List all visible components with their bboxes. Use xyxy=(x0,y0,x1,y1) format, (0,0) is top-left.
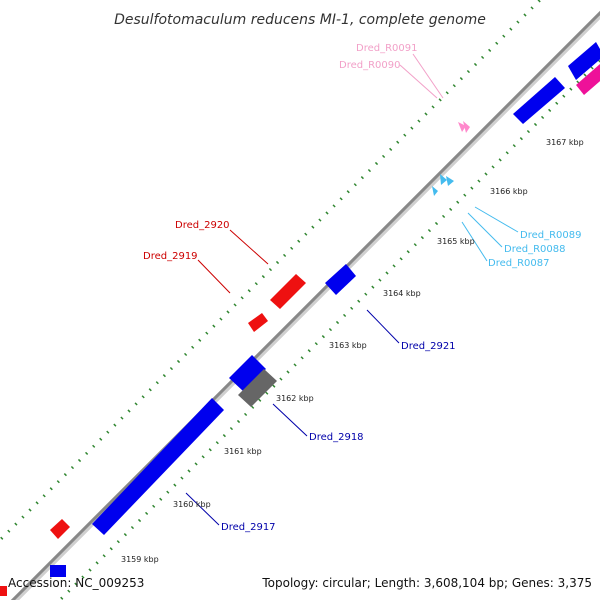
tick-labels: 3159 kbp 3160 kbp 3161 kbp 3162 kbp 3163… xyxy=(121,138,584,564)
feature-magenta-rrna[interactable] xyxy=(576,64,600,95)
trna-dred-r0087[interactable] xyxy=(432,186,438,196)
gene-labels: Dred_R0091 Dred_R0090 Dred_2920 Dred_291… xyxy=(143,43,582,533)
gene-label-dred-r0090[interactable]: Dred_R0090 xyxy=(339,60,401,71)
feature-blue-small[interactable] xyxy=(229,355,266,391)
callout-dred-r0088 xyxy=(467,212,503,248)
trna-dred-r0091[interactable] xyxy=(458,122,466,132)
feature-blue-edge xyxy=(50,565,66,577)
gene-label-dred-2921[interactable]: Dred_2921 xyxy=(401,341,456,352)
gene-label-dred-2917[interactable]: Dred_2917 xyxy=(221,522,276,533)
gene-label-dred-2920[interactable]: Dred_2920 xyxy=(175,220,230,231)
feature-red-arrow[interactable] xyxy=(50,519,70,539)
tick-label: 3160 kbp xyxy=(173,500,211,509)
tick-label: 3165 kbp xyxy=(437,237,475,246)
tick-label: 3166 kbp xyxy=(490,187,528,196)
tick-label: 3159 kbp xyxy=(121,555,159,564)
gene-label-dred-r0088[interactable]: Dred_R0088 xyxy=(504,244,566,255)
feature-dred-2918-pseudo[interactable] xyxy=(238,369,277,407)
feature-dred-2917[interactable] xyxy=(92,398,224,535)
callout-dred-2918 xyxy=(272,403,308,437)
feature-red-edge xyxy=(0,586,7,596)
tick-label: 3161 kbp xyxy=(224,447,262,456)
callout-dred-2921 xyxy=(366,309,400,344)
inner-dotted-ring xyxy=(57,57,600,600)
topology-summary: Topology: circular; Length: 3,608,104 bp… xyxy=(261,576,592,590)
feature-dred-2919[interactable] xyxy=(248,313,268,332)
tick-label: 3163 kbp xyxy=(329,341,367,350)
accession-text: Accession: NC_009253 xyxy=(8,576,144,590)
tick-label: 3162 kbp xyxy=(276,394,314,403)
tick-label: 3164 kbp xyxy=(383,289,421,298)
map-title: Desulfotomaculum reducens MI-1, complete… xyxy=(114,12,486,28)
callout-dred-2917 xyxy=(185,492,220,526)
gene-label-dred-2919[interactable]: Dred_2919 xyxy=(143,251,198,262)
tick-label: 3167 kbp xyxy=(546,138,584,147)
feature-dred-2920[interactable] xyxy=(270,274,306,309)
callout-dred-r0089 xyxy=(474,206,519,233)
gene-label-dred-r0087[interactable]: Dred_R0087 xyxy=(488,258,550,269)
callout-dred-r0091 xyxy=(412,53,444,99)
gene-label-dred-r0089[interactable]: Dred_R0089 xyxy=(520,230,582,241)
feature-blue-top[interactable] xyxy=(568,42,600,80)
trna-dred-r0090[interactable] xyxy=(463,121,470,133)
callout-dred-2920 xyxy=(229,229,269,265)
callout-dred-2919 xyxy=(197,259,231,294)
trna-dred-r0088[interactable] xyxy=(440,174,447,185)
callout-dred-r0087 xyxy=(461,221,488,262)
trna-dred-r0089[interactable] xyxy=(446,176,454,186)
feature-dred-2921[interactable] xyxy=(325,264,356,295)
feature-blue-upper[interactable] xyxy=(513,77,565,124)
gene-label-dred-2918[interactable]: Dred_2918 xyxy=(309,432,364,443)
callout-dred-r0090 xyxy=(399,64,438,99)
outer-dotted-ring xyxy=(0,0,543,543)
gene-label-dred-r0091[interactable]: Dred_R0091 xyxy=(356,43,418,54)
